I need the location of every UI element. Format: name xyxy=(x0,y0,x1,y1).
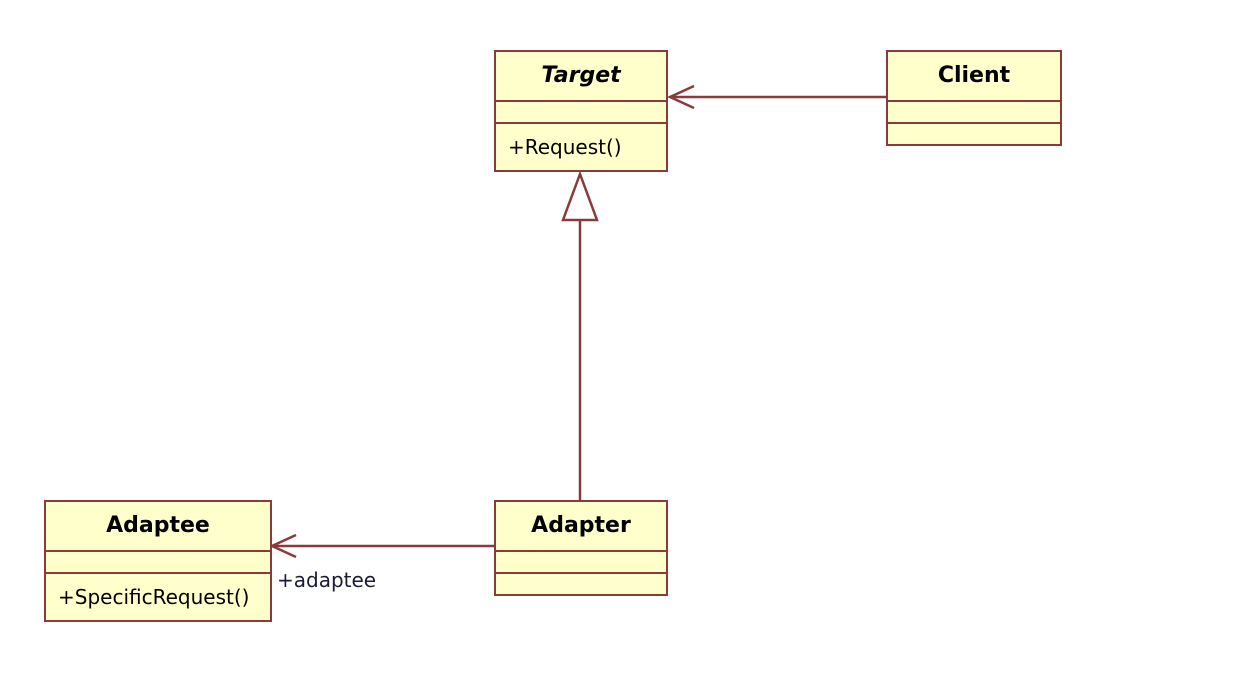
class-adapter-name: Adapter xyxy=(496,502,666,552)
generalization-triangle xyxy=(561,170,599,222)
client-target-arrowhead xyxy=(666,84,695,110)
class-client-attributes xyxy=(888,102,1060,124)
class-adaptee[interactable]: Adaptee +SpecificRequest() xyxy=(44,500,272,622)
class-adapter-attributes xyxy=(496,552,666,574)
adapter-adaptee-arrowhead xyxy=(268,533,297,559)
class-client-operations xyxy=(888,124,1060,144)
class-client[interactable]: Client xyxy=(886,50,1062,146)
class-target[interactable]: Target +Request() xyxy=(494,50,668,172)
class-target-attributes xyxy=(496,102,666,124)
class-adaptee-name: Adaptee xyxy=(46,502,270,552)
class-client-name: Client xyxy=(888,52,1060,102)
adaptee-role-label: +adaptee xyxy=(277,568,377,592)
class-adaptee-attributes xyxy=(46,552,270,574)
class-target-operation: +Request() xyxy=(508,135,622,159)
class-target-name: Target xyxy=(496,52,666,102)
class-adaptee-operation: +SpecificRequest() xyxy=(58,585,250,609)
class-adapter[interactable]: Adapter xyxy=(494,500,668,596)
class-adapter-operations xyxy=(496,574,666,594)
